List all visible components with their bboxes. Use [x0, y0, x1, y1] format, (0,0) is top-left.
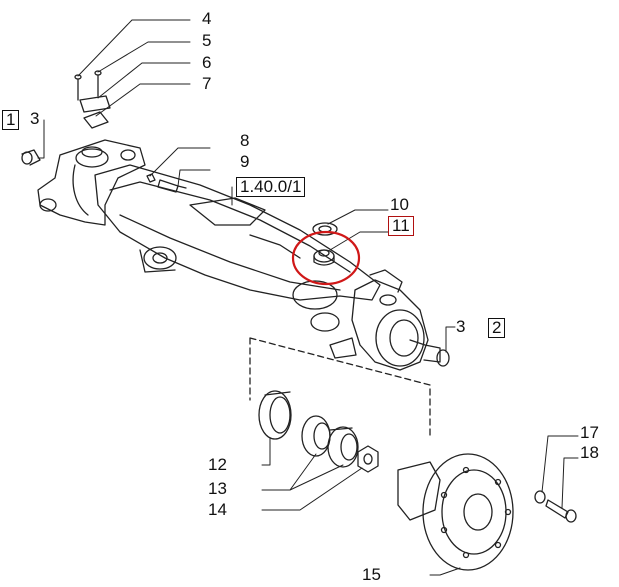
callout-7: 7 — [202, 74, 212, 93]
callout-17: 17 — [580, 423, 599, 442]
callout-15: 15 — [362, 565, 381, 584]
wheel-hub-15 — [397, 453, 514, 571]
bearing-13 — [301, 415, 359, 468]
bolt-9 — [146, 173, 187, 193]
right-knuckle — [329, 269, 450, 371]
callout-2: 2 — [488, 318, 506, 338]
callout-6: 6 — [202, 53, 212, 72]
callout-3-right: 3 — [456, 317, 466, 336]
assembly-dashed-bracket — [249, 337, 431, 436]
axle-housing — [94, 164, 381, 332]
washer-17 — [534, 490, 546, 504]
callout-14: 14 — [208, 500, 227, 519]
seal-12 — [258, 390, 292, 440]
callout-4: 4 — [202, 9, 212, 28]
nut-14 — [357, 445, 379, 473]
callout-1: 1 — [2, 110, 20, 130]
highlight-circle — [291, 230, 361, 286]
bushing-11 — [313, 249, 335, 266]
callout-12: 12 — [208, 455, 227, 474]
leader-lines — [37, 19, 579, 576]
callout-3-left: 3 — [30, 109, 40, 128]
left-knuckle — [21, 70, 146, 226]
callout-9: 9 — [240, 152, 250, 171]
callout-13: 13 — [208, 479, 227, 498]
bolt-18 — [545, 499, 577, 523]
callout-ref-1-40-0-1: 1.40.0/1 — [236, 177, 306, 197]
callout-10: 10 — [390, 195, 409, 214]
callout-11: 11 — [388, 216, 414, 236]
callout-18: 18 — [580, 443, 599, 462]
callout-5: 5 — [202, 31, 212, 50]
callout-8: 8 — [240, 131, 250, 150]
